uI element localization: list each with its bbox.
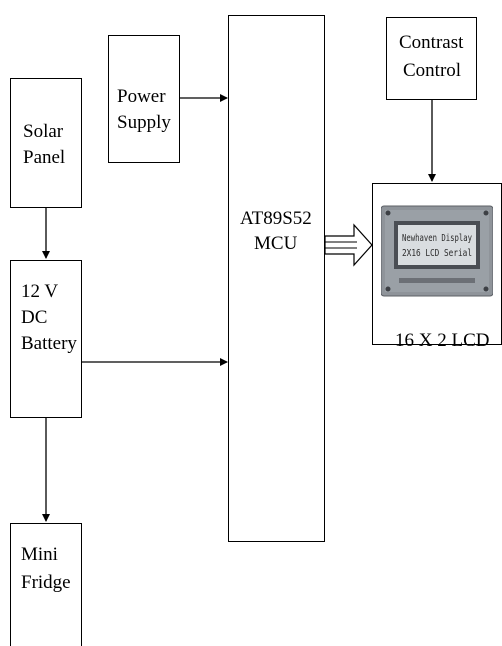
mcu-block: AT89S52 MCU	[228, 15, 325, 542]
battery-label-1: 12 V	[21, 279, 58, 304]
battery-label-2: DC	[21, 305, 47, 330]
solar-panel-label-2: Panel	[23, 145, 65, 170]
contrast-control-block: Contrast Control	[386, 17, 477, 100]
contrast-control-label-2: Control	[403, 58, 461, 83]
mini-fridge-block: Mini Fridge	[10, 523, 82, 646]
power-supply-label-1: Power	[117, 84, 166, 109]
mcu-label-1: AT89S52	[240, 206, 312, 231]
bus-arrow-mcu-to-lcd	[325, 225, 372, 265]
solar-panel-label-1: Solar	[23, 119, 63, 144]
mcu-label-2: MCU	[254, 231, 297, 256]
battery-block: 12 V DC Battery	[10, 260, 82, 418]
mini-fridge-label-1: Mini	[21, 542, 58, 567]
power-supply-label-2: Supply	[117, 110, 171, 135]
contrast-control-label-1: Contrast	[399, 30, 463, 55]
solar-panel-block: Solar Panel	[10, 78, 82, 208]
power-supply-block: Power Supply	[108, 35, 180, 163]
lcd-screen-line-1: Newhaven Display	[402, 233, 472, 244]
lcd-screen-line-2: 2X16 LCD Serial	[402, 248, 472, 259]
lcd-block: Newhaven Display 2X16 LCD Serial 16 X 2 …	[372, 183, 502, 345]
battery-label-3: Battery	[21, 331, 77, 356]
lcd-module-image: Newhaven Display 2X16 LCD Serial	[381, 200, 493, 298]
lcd-caption: 16 X 2 LCD	[395, 328, 489, 353]
mini-fridge-label-2: Fridge	[21, 570, 71, 595]
